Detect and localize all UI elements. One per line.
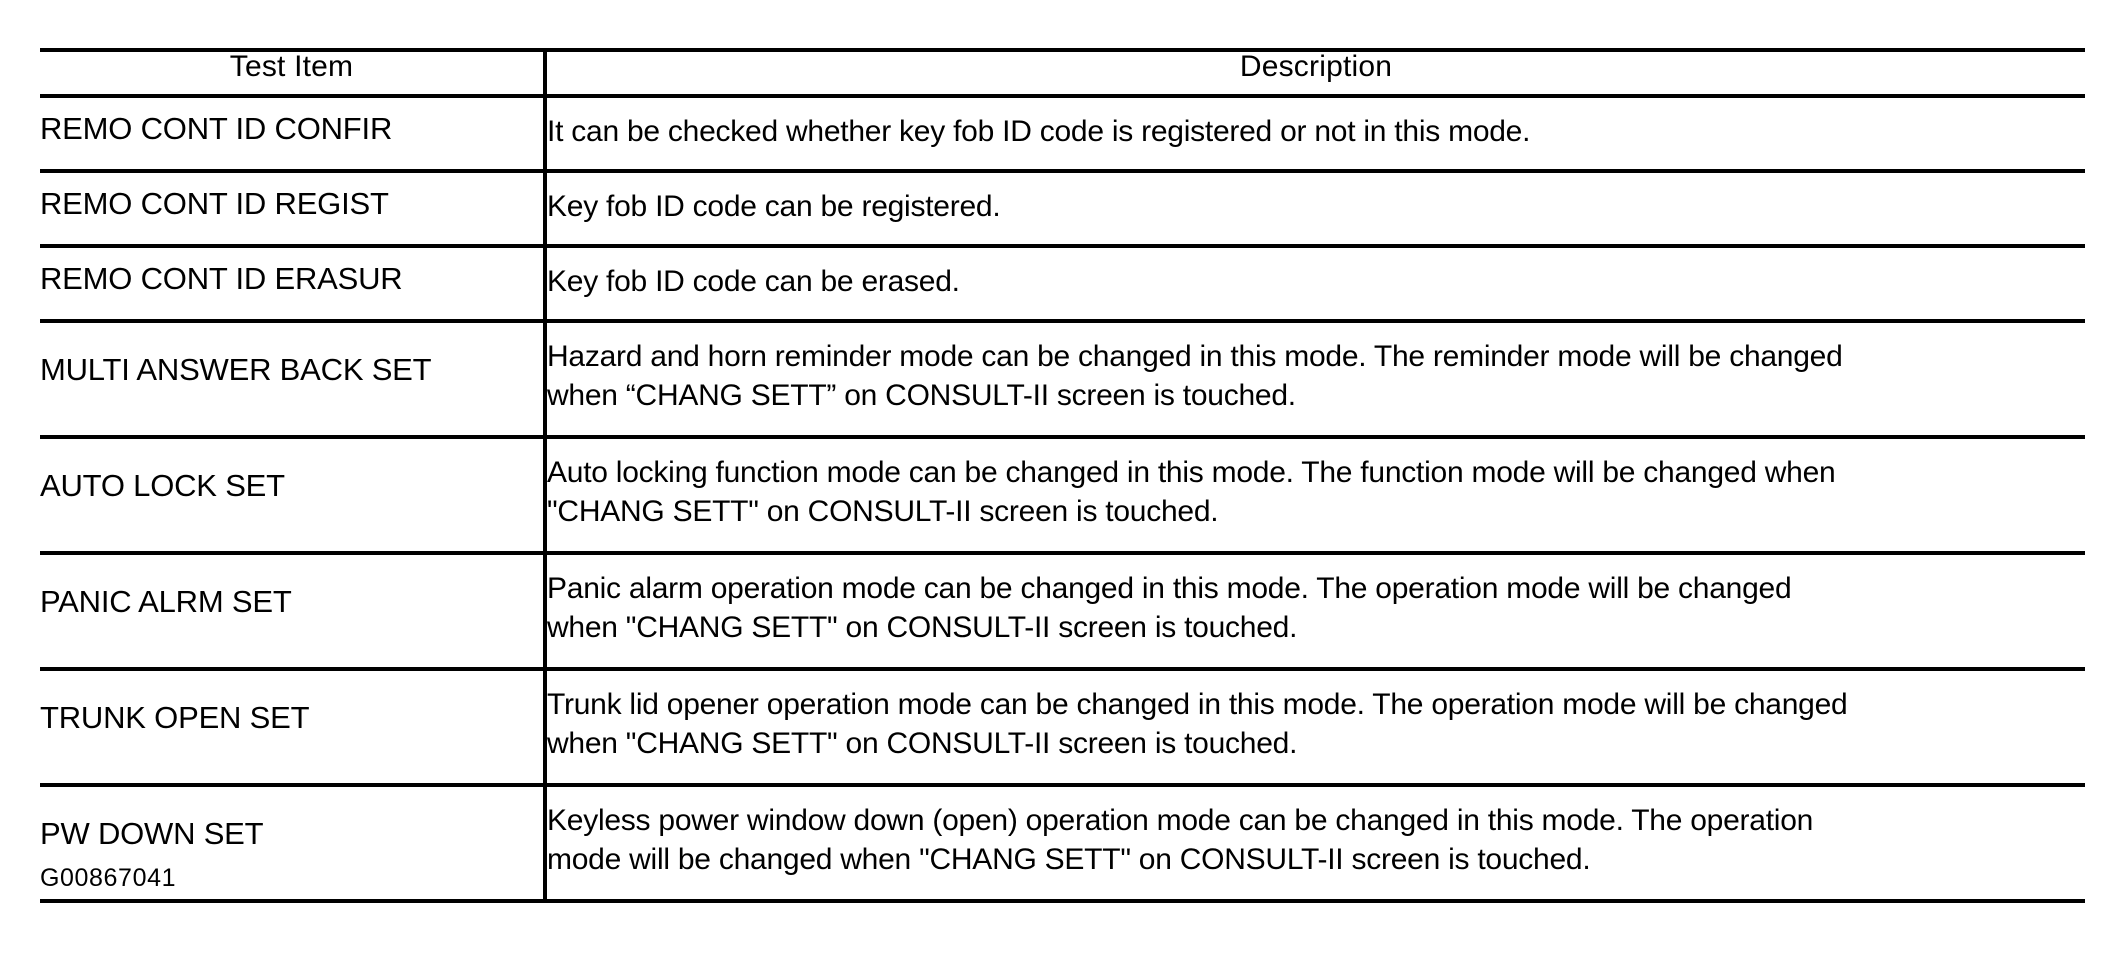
description-line: when "CHANG SETT" on CONSULT-II screen i… [547,611,1298,644]
description-line: It can be checked whether key fob ID cod… [547,115,1531,148]
test-item-description-table: Test Item Description REMO CONT ID CONFI… [40,48,2085,903]
cell-description: Keyless power window down (open) operati… [545,783,2085,903]
cell-description: It can be checked whether key fob ID cod… [545,94,2085,173]
cell-description: Key fob ID code can be erased. [545,244,2085,323]
spec-table-container: Test Item Description REMO CONT ID CONFI… [40,48,2085,903]
table-body: REMO CONT ID CONFIR It can be checked wh… [40,94,2085,903]
description-line: when “CHANG SETT” on CONSULT-II screen i… [547,379,1296,412]
figure-caption: G00867041 [40,864,177,892]
column-header-test-item: Test Item [40,48,547,98]
cell-test-item: REMO CONT ID ERASUR [40,244,547,323]
cell-description: Key fob ID code can be registered. [545,169,2085,248]
cell-test-item: AUTO LOCK SET [40,435,547,555]
cell-description: Trunk lid opener operation mode can be c… [545,667,2085,787]
table-row: TRUNK OPEN SET Trunk lid opener operatio… [40,667,2085,787]
cell-test-item: PANIC ALRM SET [40,551,547,671]
cell-test-item: MULTI ANSWER BACK SET [40,319,547,439]
table-row: AUTO LOCK SET Auto locking function mode… [40,435,2085,555]
table-row: MULTI ANSWER BACK SET Hazard and horn re… [40,319,2085,439]
table-header: Test Item Description [40,48,2085,98]
description-line: mode will be changed when "CHANG SETT" o… [547,843,1591,876]
description-line: Key fob ID code can be registered. [547,190,1001,223]
table-row: REMO CONT ID ERASUR Key fob ID code can … [40,244,2085,323]
description-line: Trunk lid opener operation mode can be c… [547,688,1848,721]
cell-test-item: REMO CONT ID REGIST [40,169,547,248]
cell-test-item: PW DOWN SET [40,783,547,903]
description-line: Hazard and horn reminder mode can be cha… [547,340,1843,373]
cell-test-item: TRUNK OPEN SET [40,667,547,787]
cell-description: Hazard and horn reminder mode can be cha… [545,319,2085,439]
cell-test-item: REMO CONT ID CONFIR [40,94,547,173]
table-row: PW DOWN SET Keyless power window down (o… [40,783,2085,903]
table-row: REMO CONT ID CONFIR It can be checked wh… [40,94,2085,173]
column-header-description: Description [545,48,2085,98]
description-line: Keyless power window down (open) operati… [547,804,1814,837]
description-line: "CHANG SETT" on CONSULT-II screen is tou… [547,495,1219,528]
table-header-row: Test Item Description [40,48,2085,98]
table-row: PANIC ALRM SET Panic alarm operation mod… [40,551,2085,671]
description-line: Auto locking function mode can be change… [547,456,1836,489]
cell-description: Auto locking function mode can be change… [545,435,2085,555]
description-line: Key fob ID code can be erased. [547,265,960,298]
table-row: REMO CONT ID REGIST Key fob ID code can … [40,169,2085,248]
description-line: Panic alarm operation mode can be change… [547,572,1792,605]
cell-description: Panic alarm operation mode can be change… [545,551,2085,671]
description-line: when "CHANG SETT" on CONSULT-II screen i… [547,727,1298,760]
